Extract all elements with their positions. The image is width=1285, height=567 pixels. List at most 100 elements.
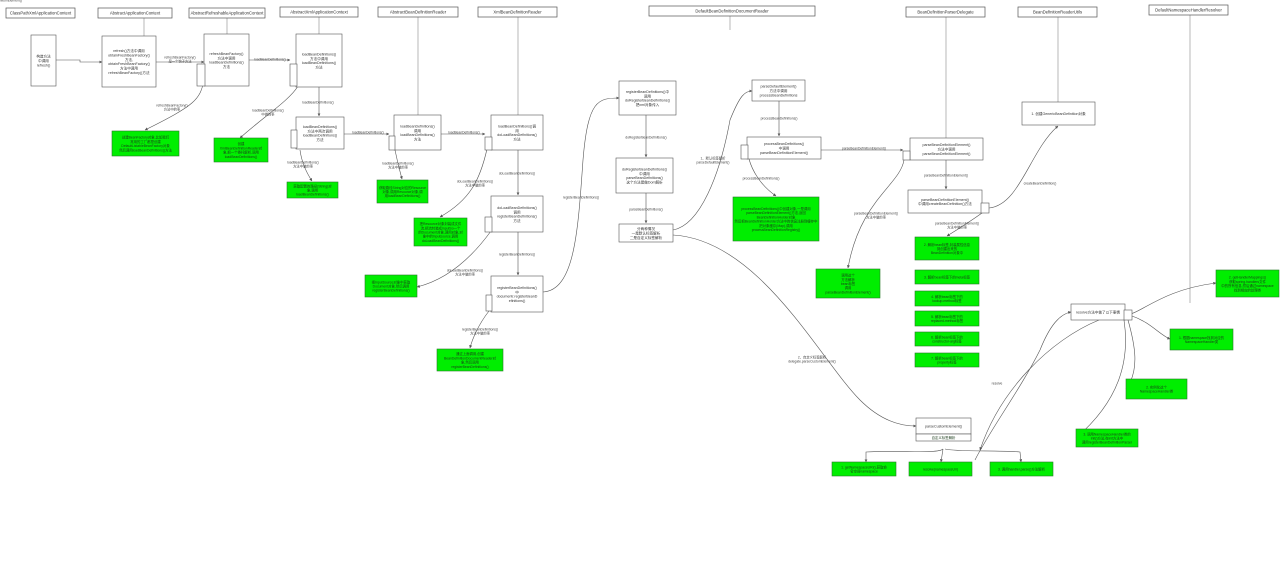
note-20[interactable]: 1. getNamespaceURI(),获取命名空间namespace <box>831 461 897 477</box>
edge-label: createBeanDefinition() <box>1024 181 1057 185</box>
process-box-frame <box>203 33 250 87</box>
edge-path <box>979 319 1100 451</box>
note-16[interactable]: 2. getHandlerMappings()获取spring.handlers… <box>1215 269 1280 298</box>
edge-path <box>56 59 103 64</box>
edge-path <box>416 230 492 288</box>
lifeline-head[interactable] <box>279 6 359 18</box>
process-box-12[interactable]: 分两种情况一是默认标签解析二是自定义标签解析 <box>618 223 674 243</box>
note-11[interactable]: 3. 解析bean标签下的meta标签 <box>914 269 980 285</box>
edge-22: loadBeanDefinitions()方法中做的事 <box>382 149 414 180</box>
process-box-19[interactable]: parseCustomElement() <box>915 417 972 442</box>
lifeline-6: XmlBeanDefinitionReader <box>477 6 558 115</box>
activation-bar <box>485 294 493 312</box>
note-frame <box>989 461 1054 477</box>
lifeline-head[interactable] <box>477 6 558 18</box>
process-box-frame <box>393 114 442 151</box>
edge-28: parseBeanDefinitionElement()方法中做的事 <box>935 212 983 237</box>
lifeline-head[interactable] <box>188 7 266 19</box>
lifeline-label: AbstractRefreshableApplicationContext <box>191 11 265 16</box>
edge-path <box>864 448 944 463</box>
note-frame <box>815 268 881 299</box>
note-21[interactable]: resolve(namespaceUri) <box>908 461 973 477</box>
process-box-text: parseBeanDefinitionElement()中调用createBea… <box>918 198 972 206</box>
process-box-16[interactable]: parseBeanDefinitionElement()中调用createBea… <box>907 189 990 214</box>
lifeline-head[interactable] <box>377 6 459 18</box>
process-box-frame <box>295 116 345 150</box>
lifeline-head[interactable] <box>97 7 173 19</box>
edge-path <box>974 311 1072 461</box>
note-5[interactable]: 把Resource对象封装成文件流,把流封装成InputSo一个的Documen… <box>413 217 468 247</box>
edge-path <box>239 85 299 139</box>
lifeline-head[interactable] <box>1017 6 1098 18</box>
process-box-frame <box>101 35 157 88</box>
process-box-frame <box>30 34 57 87</box>
process-box-text: 1. 创建GenericBeanDefinition对象 <box>1031 111 1086 116</box>
edge-path <box>469 310 490 349</box>
edge-extra-7 <box>979 319 1100 451</box>
edge-label: parseBeanDefinitionElement() <box>842 146 886 150</box>
edge-26: processBeanDefinitions() <box>743 158 779 197</box>
note-frame <box>908 461 973 477</box>
edge-23: doLoadBeanDefinitions()方法中做的事 <box>439 148 493 218</box>
edge-label: doLoadBeanDefinitions() <box>499 171 535 175</box>
edge-extra-1 <box>1131 315 1171 340</box>
lifeline-head[interactable] <box>905 6 986 18</box>
lifeline-head[interactable] <box>1148 4 1229 16</box>
activation-bar <box>915 433 972 442</box>
process-box-18[interactable]: resolve方法中做了以下事情 <box>1070 303 1133 321</box>
process-box-17[interactable]: 1. 创建GenericBeanDefinition对象 <box>1021 101 1096 126</box>
note-22[interactable]: 3. 调用handler.parse()方法解析 <box>989 461 1054 477</box>
lifeline-7: DefaultBeanDefinitionDocumentReader <box>648 5 816 30</box>
edge-label: doLoadBeanDefinitions()方法中做的事 <box>457 179 493 187</box>
edge-label: loadBeanDefinitions()方法中做的事 <box>287 160 319 168</box>
edge-8: registerBeanDefinitions() <box>499 232 535 276</box>
activation-bar <box>484 216 493 233</box>
edge-path <box>946 212 983 237</box>
activation-bar <box>289 63 298 87</box>
edge-path <box>672 89 753 231</box>
lifeline-head[interactable] <box>648 5 816 17</box>
lifeline-head[interactable] <box>5 7 76 19</box>
note-23[interactable]: 自定义标签解析 <box>932 435 956 440</box>
lifeline-label: BeanDefinitionReaderUtils <box>1033 10 1082 15</box>
